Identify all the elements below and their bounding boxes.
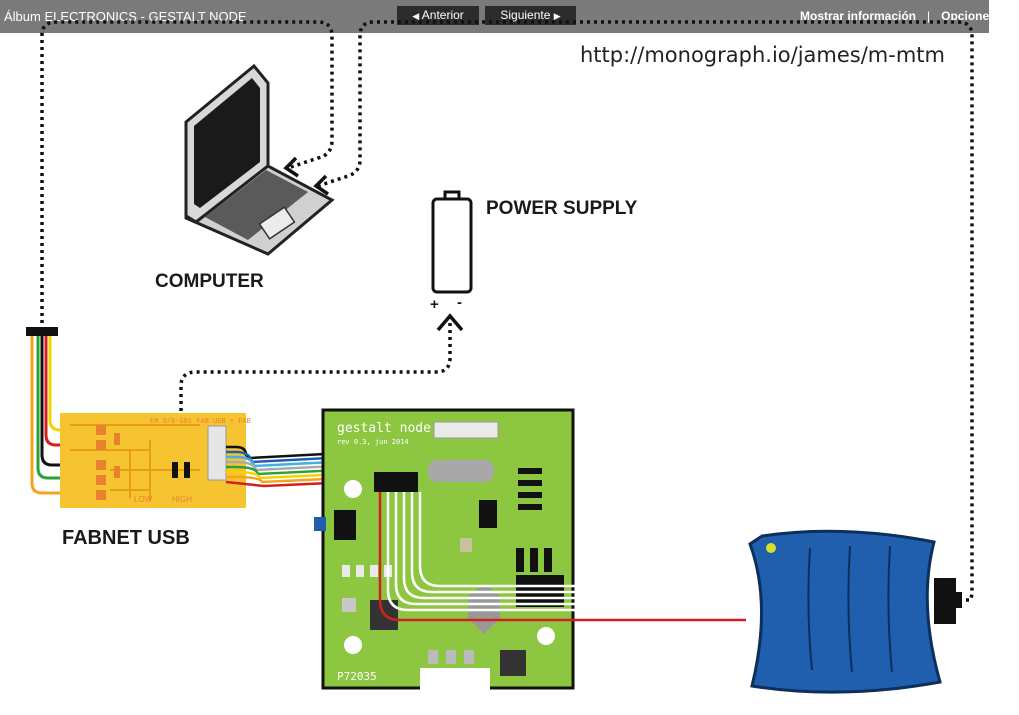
- previous-button[interactable]: ◀ Anterior: [397, 6, 479, 25]
- triangle-left-icon: ◀: [412, 11, 420, 21]
- laptop-icon: [184, 63, 335, 256]
- minus-sign: -: [457, 294, 462, 311]
- power-cable-dashed: [179, 318, 452, 460]
- menu-separator: |: [927, 9, 931, 23]
- board-subtitle: rev 0.3, jun 2014: [337, 438, 409, 446]
- fabnet-board: EM 0/8-G01 FAB USB + FAB LOW HIGH: [60, 413, 251, 508]
- options-link[interactable]: Opcione: [941, 9, 990, 23]
- monograph-url[interactable]: http://monograph.io/james/m-mtm: [580, 43, 945, 67]
- power-supply-label: POWER SUPPLY: [486, 198, 638, 219]
- plus-sign: +: [430, 296, 439, 313]
- next-label: Siguiente: [500, 8, 551, 22]
- fabnet-usb-label: FABNET USB: [62, 527, 190, 549]
- fabnet-silkscreen: EM 0/8-G01 FAB USB + FAB: [150, 418, 251, 426]
- gestalt-node-board: gestalt node rev 0.3, jun 2014 P72035: [314, 408, 575, 690]
- wiring-diagram: EM 0/8-G01 FAB USB + FAB LOW HIGH: [26, 20, 974, 694]
- arrow-head-motor: [313, 174, 329, 196]
- fabnet-high-label: HIGH: [172, 495, 192, 504]
- motor-icon: [748, 529, 962, 694]
- arrow-head-usb: [283, 156, 299, 178]
- right-margin: [989, 0, 1019, 715]
- battery-icon: [431, 190, 473, 294]
- top-menu: Mostrar información | Opcione: [800, 9, 989, 23]
- usb-wires: [30, 336, 104, 495]
- top-bar: Álbum ELECTRONICS - GESTALT NODE ◀ Anter…: [0, 0, 989, 33]
- show-info-link[interactable]: Mostrar información: [800, 9, 917, 23]
- usb-cable-dashed: [40, 20, 334, 330]
- arrow-head-power: [436, 313, 464, 332]
- fabnet-low-label: LOW: [134, 495, 153, 504]
- computer-label: COMPUTER: [155, 271, 264, 292]
- triangle-right-icon: ▶: [553, 11, 561, 21]
- board-id: P72035: [337, 670, 377, 683]
- motor-cable-dashed: [317, 20, 974, 602]
- previous-label: Anterior: [421, 8, 464, 22]
- board-title: gestalt node: [337, 421, 431, 436]
- album-title: Álbum ELECTRONICS - GESTALT NODE: [4, 9, 247, 24]
- motor-ribbon: [378, 492, 746, 622]
- usb-connector: [26, 327, 58, 336]
